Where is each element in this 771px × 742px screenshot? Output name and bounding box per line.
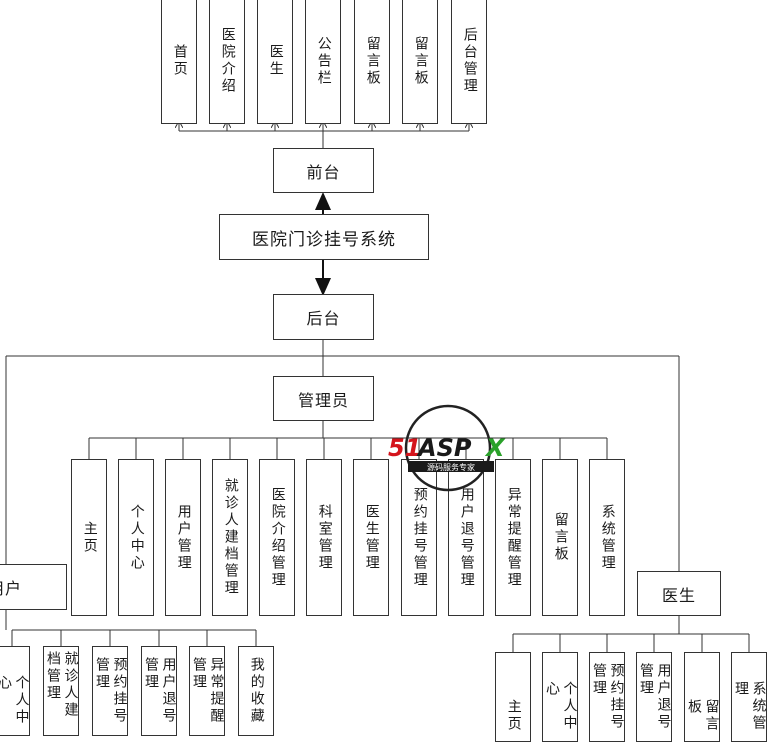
doctor-module-label: 留言板 bbox=[686, 699, 720, 733]
watermark-brand-num: 51 bbox=[388, 434, 421, 462]
front-module-message-board-1: 留言板 bbox=[354, 0, 390, 124]
admin-module: 预约挂号管理 bbox=[401, 459, 437, 616]
front-module-label: 留言板 bbox=[412, 35, 429, 87]
admin-module: 系统管理 bbox=[589, 459, 625, 616]
admin-module-label: 就诊人建档管理 bbox=[222, 478, 239, 597]
admin-module: 科室管理 bbox=[306, 459, 342, 616]
user-module-label: 个人中心 bbox=[0, 675, 30, 726]
front-module-hospital-intro: 医院介绍 bbox=[209, 0, 245, 124]
root-node: 医院门诊挂号系统 bbox=[219, 214, 429, 260]
front-module-admin-entry: 后台管理 bbox=[451, 0, 487, 124]
doctor-node: 医生 bbox=[637, 571, 721, 616]
admin-module-label: 预约挂号管理 bbox=[411, 486, 428, 589]
front-module-label: 医生 bbox=[267, 44, 284, 78]
watermark-tagline: 源码服务专家 bbox=[427, 462, 475, 472]
admin-module: 个人中心 bbox=[118, 459, 154, 616]
back-node: 后台 bbox=[273, 294, 374, 340]
admin-module: 用户管理 bbox=[165, 459, 201, 616]
admin-module: 留言板 bbox=[542, 459, 578, 616]
doctor-node-label: 医生 bbox=[661, 585, 696, 605]
front-module-label: 医院介绍 bbox=[219, 27, 236, 95]
watermark-brand-asp: ASP bbox=[416, 434, 472, 462]
admin-module-label: 留言板 bbox=[552, 512, 569, 563]
front-node-label: 前台 bbox=[306, 162, 341, 182]
user-module: 预约挂号管理 bbox=[92, 646, 128, 736]
watermark-logo: 51 ASP X 源码服务专家 bbox=[388, 404, 506, 492]
doctor-module: 个人中心 bbox=[542, 652, 578, 742]
admin-module: 就诊人建档管理 bbox=[212, 459, 248, 616]
front-module-doctor: 医生 bbox=[257, 0, 293, 124]
back-node-label: 后台 bbox=[306, 309, 341, 328]
admin-module: 医生管理 bbox=[353, 459, 389, 616]
admin-module-label: 系统管理 bbox=[599, 503, 616, 572]
user-node-label: 用户 bbox=[0, 579, 22, 598]
front-module-home: 首页 bbox=[161, 0, 197, 124]
admin-module-label: 个人中心 bbox=[128, 503, 145, 572]
front-module-bulletin: 公告栏 bbox=[305, 0, 341, 124]
admin-module-label: 医生管理 bbox=[363, 503, 380, 572]
admin-module: 主页 bbox=[71, 459, 107, 616]
admin-module-label: 异常提醒管理 bbox=[505, 486, 522, 589]
admin-module-label: 用户退号管理 bbox=[458, 486, 475, 589]
user-module-label: 用户退号管理 bbox=[143, 657, 177, 725]
user-module-label: 我的收藏 bbox=[248, 657, 265, 725]
user-module: 异常提醒管理 bbox=[189, 646, 225, 736]
user-node: 用户 bbox=[0, 564, 67, 610]
user-module: 个人中心 bbox=[0, 646, 30, 736]
admin-module-label: 主页 bbox=[81, 520, 98, 555]
admin-module-label: 科室管理 bbox=[316, 503, 333, 572]
root-node-label: 医院门诊挂号系统 bbox=[252, 229, 396, 250]
user-module: 我的收藏 bbox=[238, 646, 274, 736]
doctor-module: 系统管理 bbox=[731, 652, 767, 742]
doctor-module: 留言板 bbox=[684, 652, 720, 742]
doctor-module-label: 个人中心 bbox=[544, 681, 578, 732]
front-module-label: 留言板 bbox=[364, 35, 381, 87]
watermark-brand: 51 ASP X bbox=[388, 434, 506, 462]
doctor-module-label: 系统管理 bbox=[733, 681, 767, 732]
admin-module: 医院介绍管理 bbox=[259, 459, 295, 616]
front-module-label: 公告栏 bbox=[315, 35, 332, 87]
connector-lines bbox=[5, 0, 750, 652]
admin-node-label: 管理员 bbox=[297, 390, 349, 410]
admin-node: 管理员 bbox=[273, 376, 374, 421]
user-module: 用户退号管理 bbox=[141, 646, 177, 736]
admin-module-label: 用户管理 bbox=[175, 503, 192, 572]
front-module-label: 后台管理 bbox=[461, 27, 478, 95]
doctor-module-label: 用户退号管理 bbox=[638, 663, 672, 731]
admin-module-label: 医院介绍管理 bbox=[269, 486, 286, 589]
watermark-brand-x: X bbox=[484, 434, 506, 462]
doctor-module: 主页 bbox=[495, 652, 531, 742]
doctor-module-label: 预约挂号管理 bbox=[591, 663, 625, 731]
user-module-label: 异常提醒管理 bbox=[191, 657, 225, 725]
admin-module: 异常提醒管理 bbox=[495, 459, 531, 616]
user-module-label: 就诊人建档管理 bbox=[45, 651, 79, 719]
doctor-module: 预约挂号管理 bbox=[589, 652, 625, 742]
doctor-module-label: 主页 bbox=[505, 699, 522, 733]
watermark-ring bbox=[404, 404, 492, 492]
front-module-message-board-2: 留言板 bbox=[402, 0, 438, 124]
front-module-label: 首页 bbox=[171, 44, 188, 78]
doctor-module: 用户退号管理 bbox=[636, 652, 672, 742]
user-module: 就诊人建档管理 bbox=[43, 646, 79, 736]
front-node: 前台 bbox=[273, 148, 374, 193]
user-module-label: 预约挂号管理 bbox=[94, 657, 128, 725]
